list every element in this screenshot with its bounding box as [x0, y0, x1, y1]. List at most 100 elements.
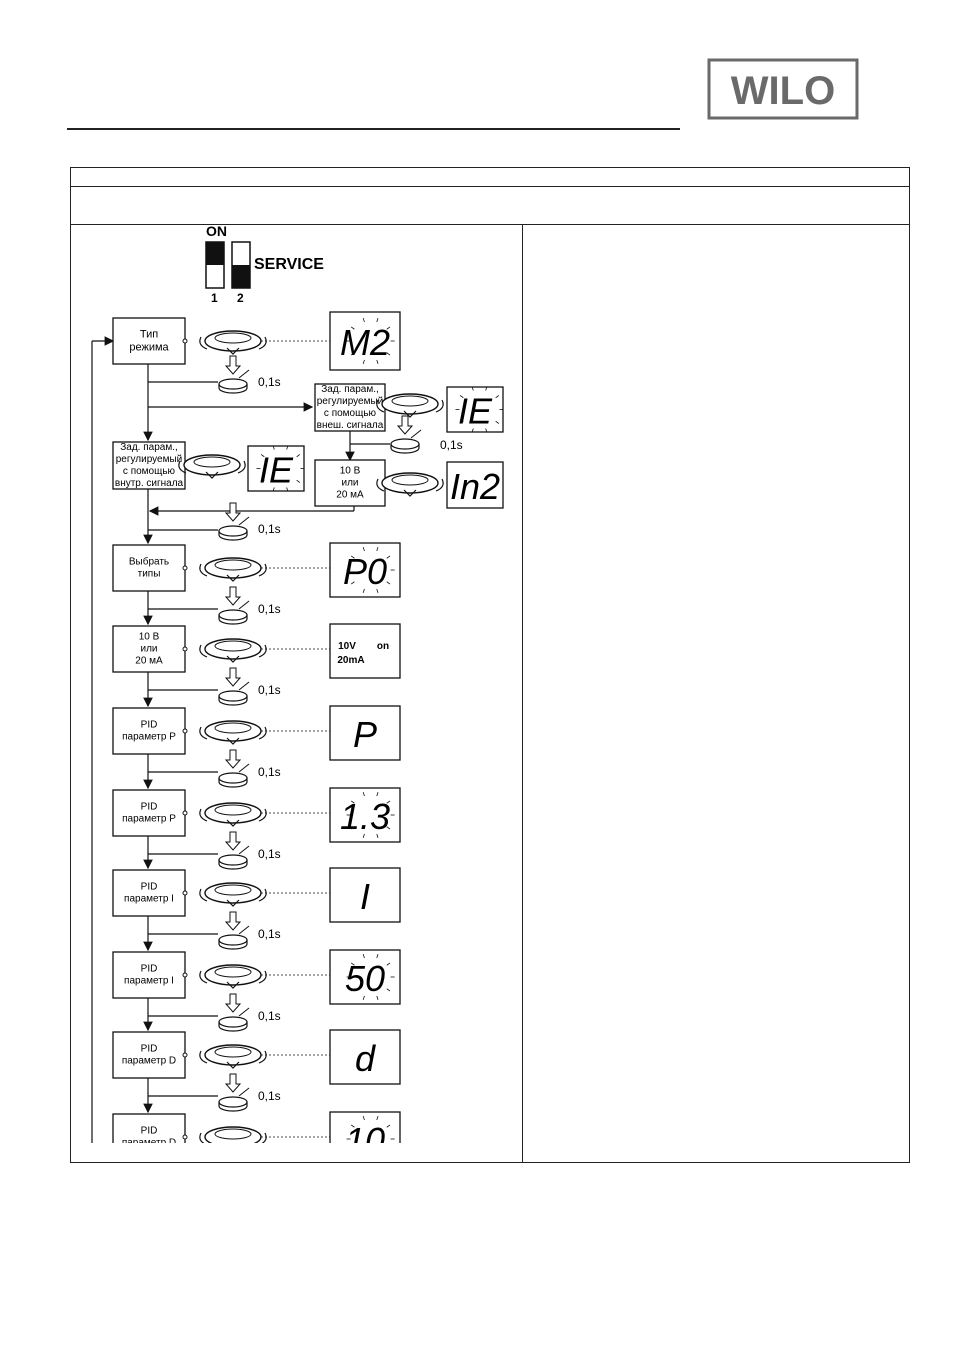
rotary-knob-icon — [178, 454, 246, 479]
svg-text:IE: IE — [259, 450, 294, 491]
step-label: параметр D — [122, 1056, 176, 1067]
lcd-display-int: IE — [247, 445, 305, 492]
svg-text:I: I — [360, 876, 370, 917]
delay-label: 0,1s — [258, 927, 281, 941]
svg-text:In2: In2 — [450, 466, 500, 507]
step-label: Зад. парам., — [120, 442, 178, 453]
step-label: PID — [141, 802, 158, 813]
step-label: режима — [129, 341, 169, 353]
table-divider-header — [70, 224, 910, 225]
step-label: Зад. парам., — [321, 384, 379, 395]
step-label: регулируемый — [116, 454, 183, 465]
delay-label: 0,1s — [258, 522, 281, 536]
step-label: параметр D — [122, 1138, 176, 1149]
lcd-display-type: P0 — [329, 542, 401, 598]
dip-num-1: 1 — [211, 291, 218, 305]
lcd-display-mode: M2 — [329, 311, 401, 371]
step-label: с помощью — [324, 408, 377, 419]
step-label: PID — [141, 1126, 158, 1137]
dip-switch: ON SERVICE 1 2 — [205, 223, 324, 305]
step-label: внутр. сигнала — [115, 478, 184, 489]
svg-text:P: P — [353, 714, 377, 755]
step-label: PID — [141, 1044, 158, 1055]
table-divider-column — [522, 224, 523, 1163]
press-button-icon — [218, 586, 250, 625]
svg-text:d: d — [355, 1038, 376, 1079]
lcd-display-ext_sig: In2 — [446, 461, 504, 509]
rotary-knob-icon — [199, 638, 267, 663]
lcd-display-i2: 50 — [329, 949, 401, 1005]
table-frame — [70, 167, 910, 1163]
svg-text:20mA: 20mA — [337, 655, 364, 666]
delay-label: 0,1s — [258, 1089, 281, 1103]
wilo-logo: WILO — [707, 58, 859, 120]
delay-label: 0,1s — [258, 847, 281, 861]
step-label: параметр P — [122, 814, 176, 825]
step-label: 10 В — [139, 632, 160, 643]
step-label: или — [140, 644, 157, 655]
step-label: 20 мА — [135, 656, 163, 667]
step-label: 20 мА — [336, 490, 364, 501]
step-label: типы — [138, 569, 161, 580]
delay-label: 0,1s — [258, 683, 281, 697]
svg-text:50: 50 — [345, 958, 385, 999]
delay-label: 0,1s — [258, 375, 281, 389]
press-button-icon — [218, 1073, 250, 1112]
rotary-knob-icon — [376, 393, 444, 418]
header-rule — [67, 128, 680, 130]
rotary-knob-icon — [199, 882, 267, 907]
step-label: PID — [141, 964, 158, 975]
step-label: параметр I — [124, 976, 174, 987]
step-label: параметр I — [124, 894, 174, 905]
lcd-display-ext: IE — [446, 386, 504, 433]
step-label: регулируемый — [317, 396, 384, 407]
rotary-knob-icon — [199, 1044, 267, 1069]
dip-num-2: 2 — [237, 291, 244, 305]
svg-text:M2: M2 — [340, 322, 390, 363]
svg-text:10V: 10V — [338, 641, 356, 652]
press-button-icon — [218, 667, 250, 706]
rotary-knob-icon — [199, 330, 267, 355]
rotary-knob-icon — [199, 802, 267, 827]
press-button-icon — [218, 749, 250, 788]
svg-text:1.3: 1.3 — [340, 796, 390, 837]
rotary-knob-icon — [199, 1126, 267, 1143]
dip-service-label: SERVICE — [254, 256, 324, 273]
lcd-display-p2: 1.3 — [329, 787, 401, 843]
rotary-knob-icon — [199, 557, 267, 582]
press-button-icon — [218, 993, 250, 1032]
delay-label: 0,1s — [440, 438, 463, 452]
press-button-icon — [218, 502, 250, 541]
rotary-knob-icon — [376, 472, 444, 497]
press-button-icon — [218, 831, 250, 870]
rotary-knob-icon — [199, 720, 267, 745]
lcd-display-i1: I — [329, 867, 401, 923]
logo-text: WILO — [731, 69, 835, 113]
lcd-display-p1: P — [329, 705, 401, 761]
step-label: Тип — [140, 328, 158, 340]
dip-on-label: ON — [206, 223, 227, 239]
lcd-display-d2: 10 — [329, 1111, 401, 1143]
delay-label: 0,1s — [258, 602, 281, 616]
step-label: Выбрать — [129, 556, 169, 568]
step-label: параметр P — [122, 732, 176, 743]
press-button-icon — [390, 415, 422, 454]
svg-text:P0: P0 — [343, 551, 387, 592]
step-label: с помощью — [123, 466, 176, 477]
step-label: PID — [141, 882, 158, 893]
press-button-icon — [218, 911, 250, 950]
